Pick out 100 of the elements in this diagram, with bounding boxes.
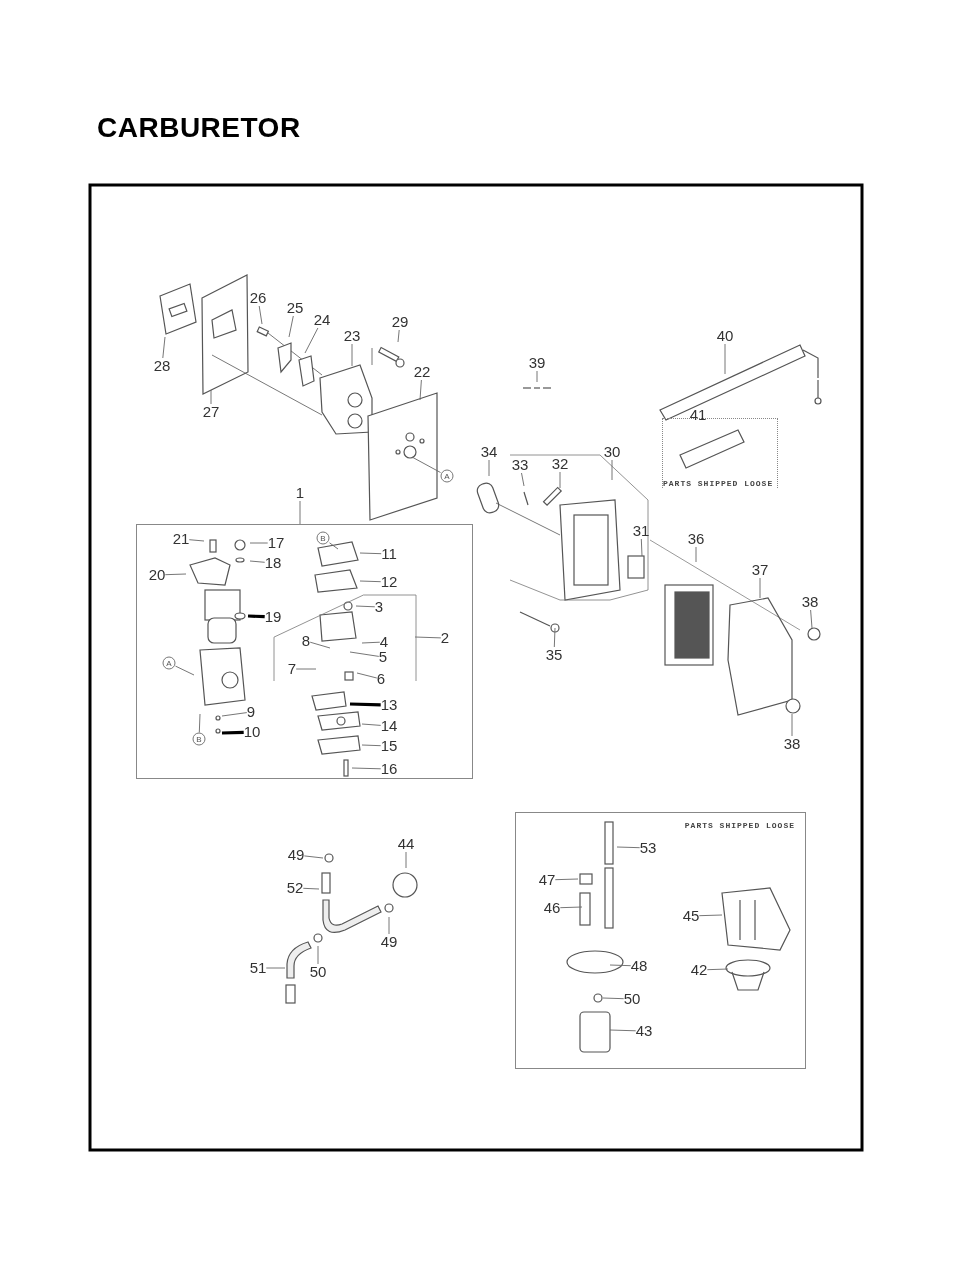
callout-number: 51 xyxy=(249,960,267,976)
leader-line xyxy=(258,305,263,325)
leader-line xyxy=(351,343,353,367)
callout-number: 41 xyxy=(689,407,707,423)
callout-number: 18 xyxy=(264,555,282,571)
callout-number: 30 xyxy=(603,444,621,460)
reference-circle: B xyxy=(192,732,206,746)
reference-circle: A xyxy=(162,656,176,670)
leader-line xyxy=(302,887,320,890)
callout-number: 15 xyxy=(380,738,398,754)
callout-number: 5 xyxy=(378,649,388,665)
callout-number: 49 xyxy=(287,847,305,863)
leader-line xyxy=(698,914,723,917)
leader-line xyxy=(602,997,625,1000)
leader-line xyxy=(536,370,538,383)
callout-number: 17 xyxy=(267,535,285,551)
leader-line xyxy=(411,456,441,473)
callout-number: 16 xyxy=(380,761,398,777)
callout-number: 23 xyxy=(343,328,361,344)
note-text: PARTS SHIPPED LOOSE xyxy=(684,821,795,830)
callout-number: 38 xyxy=(783,736,801,752)
callout-number: 11 xyxy=(381,546,397,562)
leader-line xyxy=(349,702,381,707)
callout-number: 10 xyxy=(243,724,261,740)
leader-line xyxy=(361,744,382,747)
leader-line xyxy=(351,767,382,770)
assembly-frame xyxy=(136,524,473,779)
callout-number: 9 xyxy=(246,704,256,720)
callout-number: 14 xyxy=(380,718,398,734)
callout-number: 53 xyxy=(639,840,657,856)
callout-number: 1 xyxy=(295,485,305,501)
callout-number: 3 xyxy=(374,599,384,615)
callout-number: 8 xyxy=(301,633,311,649)
callout-number: 43 xyxy=(635,1023,653,1039)
leader-line xyxy=(164,573,187,576)
leader-line xyxy=(791,713,793,737)
callout-number: 40 xyxy=(716,328,734,344)
callout-number: 27 xyxy=(202,404,220,420)
diagram-title: CARBURETOR xyxy=(97,112,301,144)
leader-line xyxy=(388,916,390,935)
leader-line xyxy=(559,906,583,909)
callout-number: 25 xyxy=(286,300,304,316)
callout-number: 4 xyxy=(379,634,389,650)
leader-line xyxy=(559,471,561,489)
leader-line xyxy=(162,336,166,359)
callout-number: 21 xyxy=(172,531,190,547)
leader-line xyxy=(361,723,382,726)
leader-line xyxy=(810,609,813,629)
callout-number: 38 xyxy=(801,594,819,610)
callout-number: 28 xyxy=(153,358,171,374)
callout-number: 29 xyxy=(391,314,409,330)
callout-number: 12 xyxy=(380,574,398,590)
callout-number: 37 xyxy=(751,562,769,578)
leader-line xyxy=(355,605,376,608)
callout-number: 44 xyxy=(397,836,415,852)
callout-number: 39 xyxy=(528,355,546,371)
leader-line xyxy=(175,665,195,676)
callout-number: 52 xyxy=(286,880,304,896)
callout-number: 50 xyxy=(309,964,327,980)
callout-number: 34 xyxy=(480,444,498,460)
leader-line xyxy=(349,651,380,657)
note-text: PARTS SHIPPED LOOSE xyxy=(663,479,774,488)
leader-line xyxy=(356,672,378,679)
leader-line xyxy=(221,730,244,735)
callout-number: 45 xyxy=(682,908,700,924)
callout-number: 22 xyxy=(413,364,431,380)
callout-number: 13 xyxy=(380,697,398,713)
leader-line xyxy=(609,964,632,967)
callout-number: 31 xyxy=(632,523,650,539)
leader-line xyxy=(288,315,294,338)
callout-number: 48 xyxy=(630,958,648,974)
leader-line xyxy=(609,1029,637,1032)
leader-line xyxy=(419,379,422,401)
leader-line xyxy=(249,542,269,544)
leader-line xyxy=(198,713,201,733)
callout-number: 46 xyxy=(543,900,561,916)
leader-line xyxy=(759,577,761,599)
leader-line xyxy=(221,712,248,717)
leader-line xyxy=(521,472,525,487)
reference-circle: B xyxy=(316,531,330,545)
leader-line xyxy=(724,343,726,375)
leader-line xyxy=(299,500,301,525)
parts-group-frame xyxy=(515,812,806,1069)
leader-line xyxy=(695,546,697,563)
callout-number: 49 xyxy=(380,934,398,950)
leader-line xyxy=(414,636,442,639)
leader-line xyxy=(361,641,381,644)
leader-line xyxy=(265,967,286,969)
leader-line xyxy=(249,560,266,563)
reference-circle: A xyxy=(440,469,454,483)
leader-line xyxy=(488,459,490,477)
callout-number: 24 xyxy=(313,312,331,328)
callout-number: 36 xyxy=(687,531,705,547)
leader-line xyxy=(611,459,613,481)
callout-number: 7 xyxy=(287,661,297,677)
leader-line xyxy=(616,846,641,849)
leader-line xyxy=(706,968,729,971)
callout-number: 19 xyxy=(264,609,282,625)
leader-line xyxy=(640,538,643,557)
callout-number: 42 xyxy=(690,962,708,978)
